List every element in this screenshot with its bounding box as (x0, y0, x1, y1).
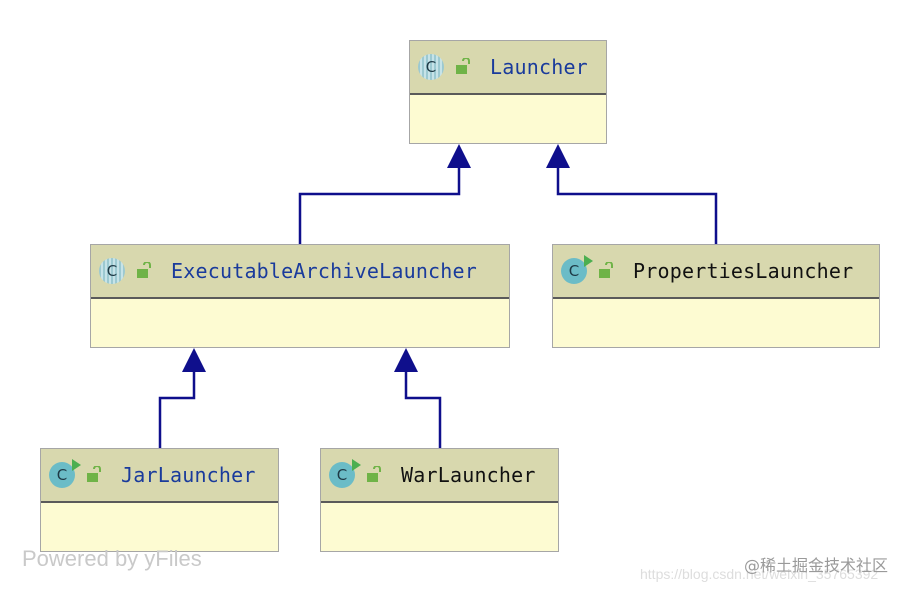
class-node-war-launcher[interactable]: C WarLauncher (320, 448, 559, 552)
source-url: https://blog.csdn.net/weixin_35765392 (640, 566, 879, 582)
class-node-jar-launcher[interactable]: C JarLauncher (40, 448, 279, 552)
powered-by-label: Powered by yFiles (22, 546, 202, 571)
arrowhead-launcher-right (546, 144, 570, 168)
class-name: ExecutableArchiveLauncher (171, 259, 478, 283)
runnable-class-icon: C (329, 459, 361, 488)
class-node-properties-launcher[interactable]: C PropertiesLauncher (552, 244, 880, 348)
class-name: PropertiesLauncher (633, 259, 854, 283)
arrowhead-executable-right (394, 348, 418, 372)
unlocked-padlock-icon (456, 58, 470, 74)
class-node-executable-archive-launcher[interactable]: C ExecutableArchiveLauncher (90, 244, 510, 348)
unlocked-padlock-icon (367, 466, 381, 482)
class-body (553, 299, 879, 347)
edge-jar-to-executable (158, 364, 196, 448)
unlocked-padlock-icon (599, 262, 613, 278)
class-node-launcher[interactable]: C Launcher (409, 40, 607, 144)
class-body (321, 503, 558, 551)
edge-war-to-executable (404, 364, 442, 448)
run-arrow-icon (72, 459, 81, 471)
arrowhead-executable-left (182, 348, 206, 372)
arrowhead-launcher-left (447, 144, 471, 168)
class-header: C ExecutableArchiveLauncher (91, 245, 509, 299)
class-header: C Launcher (410, 41, 606, 95)
runnable-class-icon: C (49, 459, 81, 488)
class-name: Launcher (490, 55, 588, 79)
unlocked-padlock-icon (87, 466, 101, 482)
run-arrow-icon (352, 459, 361, 471)
abstract-class-icon: C (99, 258, 125, 284)
class-name: WarLauncher (401, 463, 536, 487)
class-body (41, 503, 278, 551)
edge-properties-to-launcher (556, 160, 718, 244)
class-header: C PropertiesLauncher (553, 245, 879, 299)
abstract-class-icon: C (418, 54, 444, 80)
class-header: C WarLauncher (321, 449, 558, 503)
run-arrow-icon (584, 255, 593, 267)
runnable-class-icon: C (561, 255, 593, 284)
class-body (410, 95, 606, 143)
edge-executable-to-launcher (298, 160, 461, 244)
unlocked-padlock-icon (137, 262, 151, 278)
watermark-label: @稀土掘金技术社区 (744, 556, 889, 575)
class-name: JarLauncher (121, 463, 256, 487)
class-body (91, 299, 509, 347)
class-header: C JarLauncher (41, 449, 278, 503)
